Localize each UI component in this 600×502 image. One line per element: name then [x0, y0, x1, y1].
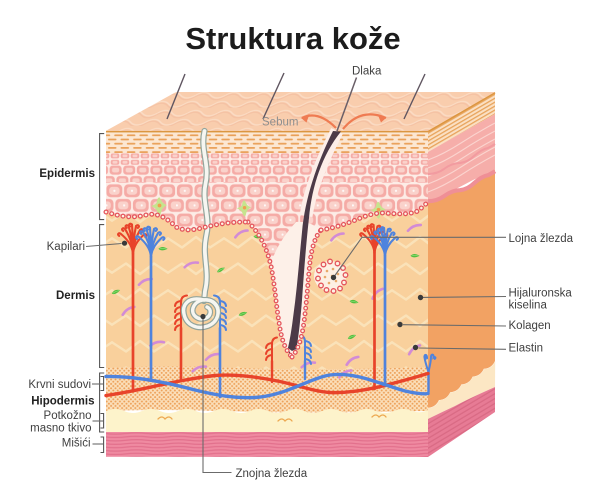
svg-text:Dlaka: Dlaka [352, 66, 382, 78]
svg-text:Elastin: Elastin [509, 343, 544, 355]
svg-text:masno tkivo: masno tkivo [30, 423, 91, 435]
svg-text:Hipodermis: Hipodermis [31, 396, 94, 408]
svg-text:Struktura kože: Struktura kože [185, 21, 400, 56]
svg-text:Krvni sudovi: Krvni sudovi [28, 379, 91, 391]
svg-text:Hijaluronska: Hijaluronska [509, 288, 573, 300]
svg-text:Dermis: Dermis [56, 290, 95, 302]
svg-text:Kapilari: Kapilari [47, 241, 85, 253]
svg-text:Lojna žlezda: Lojna žlezda [509, 233, 574, 245]
svg-text:Mišići: Mišići [62, 438, 91, 450]
svg-text:Znojna žlezda: Znojna žlezda [236, 468, 308, 480]
svg-text:Potkožno: Potkožno [44, 410, 92, 422]
svg-text:kiselina: kiselina [509, 300, 548, 312]
svg-text:Kolagen: Kolagen [509, 320, 551, 332]
svg-text:Sebum: Sebum [262, 117, 298, 129]
svg-text:Epidermis: Epidermis [39, 168, 95, 180]
